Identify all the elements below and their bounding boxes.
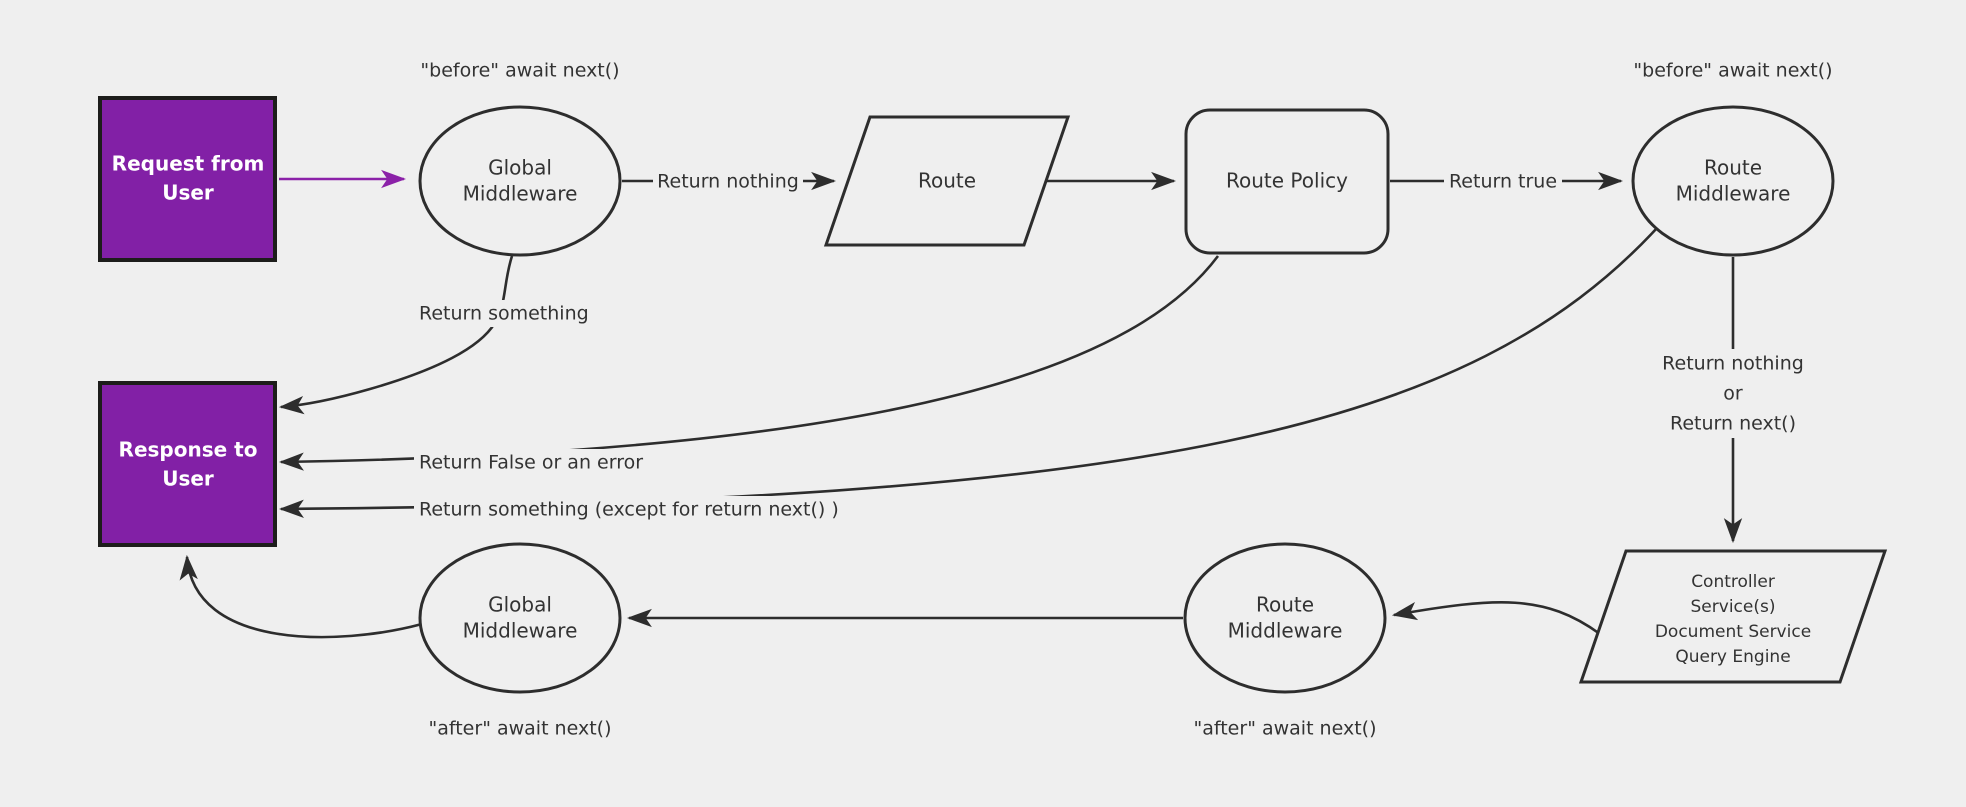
label-bg-return-nothing-or — [1650, 349, 1816, 438]
label-before-await-next-right: "before" await next() — [1633, 60, 1832, 82]
nodes: Request from User Global Middleware Rout… — [98, 96, 1888, 694]
label-return-nothing-or-line3: Return next() — [1670, 413, 1796, 435]
node-request-from-user — [98, 96, 277, 262]
node-response-to-user — [98, 381, 277, 547]
label-bg-return-something — [414, 300, 586, 327]
response-label-line1: Response to — [119, 438, 258, 462]
route-label: Route — [918, 169, 976, 193]
node-route-policy — [1184, 108, 1390, 255]
route-middleware-bottom-label-line2: Middleware — [1228, 619, 1343, 643]
label-return-nothing: Return nothing — [657, 171, 799, 193]
response-label-line2: User — [162, 467, 214, 491]
global-middleware-top-label-line1: Global — [488, 156, 552, 180]
label-return-nothing-or-line2: or — [1723, 383, 1743, 405]
label-return-false-or-error: Return False or an error — [419, 452, 643, 474]
node-controller-services — [1578, 549, 1888, 684]
node-route — [823, 115, 1071, 247]
label-return-nothing-or-line1: Return nothing — [1662, 353, 1804, 375]
node-global-middleware-bottom — [418, 542, 622, 694]
node-route-middleware-top — [1631, 105, 1835, 257]
request-label-line2: User — [162, 181, 214, 205]
label-return-something-except: Return something (except for return next… — [419, 499, 839, 521]
label-after-await-next-left: "after" await next() — [429, 718, 612, 740]
edge-labels: "before" await next() "before" await nex… — [414, 60, 1833, 740]
route-middleware-top-label-line1: Route — [1704, 156, 1762, 180]
controller-label-line4: Query Engine — [1675, 647, 1790, 667]
global-middleware-top-label-line2: Middleware — [463, 182, 578, 206]
node-route-middleware-bottom — [1183, 542, 1387, 694]
route-policy-label: Route Policy — [1226, 169, 1348, 193]
controller-label-line2: Service(s) — [1691, 597, 1776, 617]
edges — [179, 169, 1743, 639]
global-middleware-bottom-label-line2: Middleware — [463, 619, 578, 643]
controller-label-line3: Document Service — [1655, 622, 1811, 642]
label-before-await-next-left: "before" await next() — [420, 60, 619, 82]
edge-global-middleware-return-something-to-response — [278, 255, 514, 415]
label-bg-return-nothing — [653, 168, 803, 195]
edge-controller-to-route-middleware-bottom — [1391, 601, 1601, 636]
controller-label-line1: Controller — [1691, 572, 1775, 592]
node-global-middleware-top — [418, 105, 622, 257]
global-middleware-bottom-label-line1: Global — [488, 593, 552, 617]
edge-route-policy-return-false-to-response — [278, 255, 1220, 471]
edge-global-middleware-bottom-to-response — [179, 554, 423, 639]
label-return-true: Return true — [1449, 171, 1557, 193]
route-middleware-top-label-line2: Middleware — [1676, 182, 1791, 206]
label-bg-return-something-except — [414, 496, 842, 523]
request-label-line1: Request from — [112, 152, 265, 176]
label-bg-return-true — [1444, 168, 1562, 195]
label-bg-return-false — [414, 449, 644, 476]
label-after-await-next-right: "after" await next() — [1194, 718, 1377, 740]
route-middleware-bottom-label-line1: Route — [1256, 593, 1314, 617]
label-return-something: Return something — [419, 303, 589, 325]
